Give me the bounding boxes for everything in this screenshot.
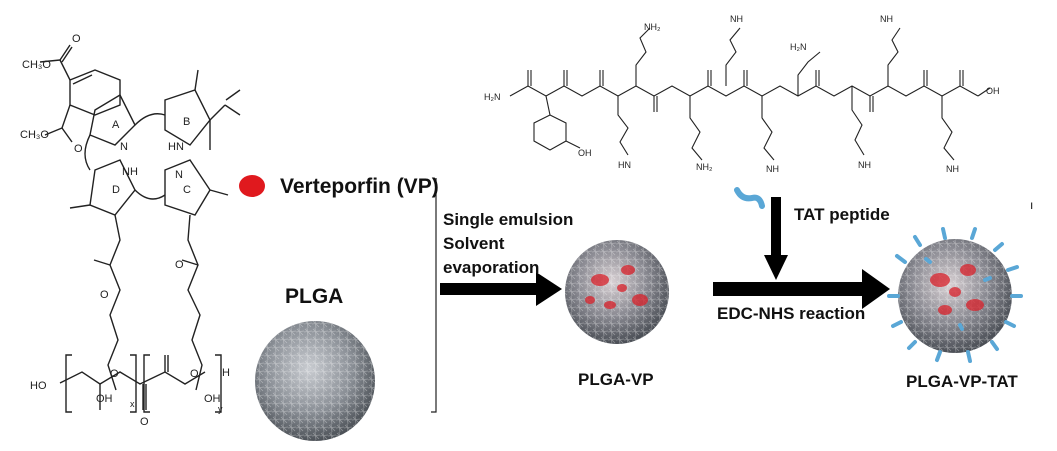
ring-label-b: B <box>183 116 190 128</box>
pep-nh-label-3: NH <box>880 14 893 24</box>
oh-label-2: OH <box>204 393 221 405</box>
ester-label-2: CH₃O <box>20 129 49 141</box>
pep-tyr-oh-label: OH <box>578 148 592 158</box>
pep-cooh-label: OH <box>986 86 1000 96</box>
single-emulsion-label: Single emulsion <box>443 210 574 229</box>
tat-peptide-icon <box>734 187 765 209</box>
ring-label-a: A <box>112 119 120 131</box>
plga-o-label-2: O <box>190 368 199 380</box>
plga-label: PLGA <box>285 285 344 308</box>
pep-nh-label-1: NH <box>730 14 743 24</box>
pep-nh-label-4: NH <box>858 160 871 170</box>
plga-vp-tat-label: PLGA-VP-TAT <box>906 372 1018 391</box>
hn-label: HN <box>168 141 184 153</box>
pep-nh-label-5: NH <box>946 164 959 174</box>
plga-formula <box>59 354 222 413</box>
vp-load-spots-tat <box>930 264 984 315</box>
pep-nh2-label-1: NH₂ <box>644 22 661 32</box>
ester-label-1: CH₃O <box>22 59 51 71</box>
pep-nh2-label-2: NH₂ <box>696 162 713 172</box>
verteporfin-label: Verteporfin (VP) <box>280 175 439 198</box>
nh-label: NH <box>122 166 138 178</box>
solvent-label: Solvent <box>443 234 505 253</box>
pep-hn-label-1: HN <box>618 160 631 170</box>
terminal-h-label: H <box>222 367 230 379</box>
evaporation-label: evaporation <box>443 258 540 277</box>
o-label-3: O <box>100 289 109 301</box>
n-label-1: N <box>120 141 128 153</box>
o-label-4: O <box>175 259 184 271</box>
corner-mark: ı <box>1030 198 1034 212</box>
plga-vp-label: PLGA-VP <box>578 370 654 389</box>
pep-nh2-label-3: H₂N <box>790 42 807 52</box>
tat-peptide-structure <box>509 27 991 161</box>
verteporfin-structure <box>39 44 241 391</box>
o-label-1: O <box>72 33 81 45</box>
tat-peptide-label: TAT peptide <box>794 205 890 224</box>
arrow-to-plga-vp-tat <box>713 269 890 309</box>
plga-o-label-3: O <box>140 416 149 428</box>
ho-label: HO <box>30 380 47 392</box>
pep-nh-label-2: NH <box>766 164 779 174</box>
subscript-x: x <box>130 399 135 409</box>
process-bracket <box>431 178 437 413</box>
n-label-2: N <box>175 169 183 181</box>
subscript-y: y <box>218 404 223 414</box>
tat-down-arrow <box>764 197 788 280</box>
tat-surface-coating <box>887 227 1023 363</box>
plga-o-label-1: O <box>110 368 119 380</box>
vp-dot-icon <box>239 175 265 197</box>
ring-label-d: D <box>112 184 120 196</box>
pep-h2n-label: H₂N <box>484 92 501 102</box>
o-label-2: O <box>74 143 83 155</box>
arrow-to-plga-vp <box>440 272 562 306</box>
edc-nhs-label: EDC-NHS reaction <box>717 304 866 323</box>
vp-load-spots <box>585 265 648 309</box>
oh-label-1: OH <box>96 393 113 405</box>
ring-label-c: C <box>183 184 191 196</box>
